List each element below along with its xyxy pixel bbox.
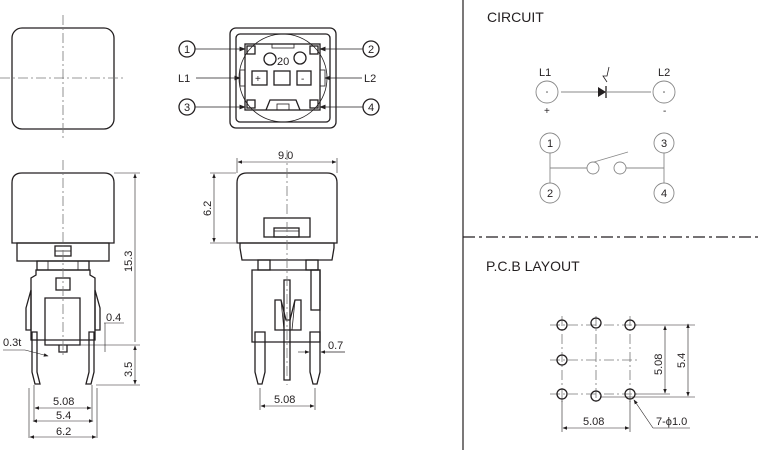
cap-top-view: [0, 15, 125, 140]
circuit-plus: +: [544, 106, 550, 117]
switch-pin-3: 3: [661, 138, 667, 150]
dim-leg-span: 5.4: [56, 410, 71, 422]
dim-side-pitch: 5.08: [274, 394, 295, 406]
side-view-dimensions: 9.0 6.2 0.7 5.08: [202, 150, 345, 410]
plus-sign: +: [255, 74, 261, 85]
dim-leg-length: 3.5: [123, 362, 135, 377]
pcb-hole: [590, 317, 602, 329]
minus-sign: -: [301, 74, 304, 85]
front-view: [11, 160, 115, 385]
dim-leg-offset: 0.4: [106, 312, 121, 324]
pcb-dimensions: 5.08 5.4 5.08 7-ϕ1.0: [561, 323, 695, 432]
pcb-hole-spec: 7-ϕ1.0: [656, 416, 687, 428]
pin-3-label: 3: [184, 102, 190, 114]
dim-pcb-span-y: 5.4: [676, 353, 688, 368]
side-view: [236, 150, 338, 385]
dim-pitch: 5.08: [53, 396, 74, 408]
pin-2-label: 2: [368, 44, 374, 56]
pin-bottom-view: 20 + -: [229, 27, 337, 129]
pin-1-label: 1: [184, 44, 190, 56]
pin-4-label: 4: [368, 102, 374, 114]
dim-width: 6.2: [56, 426, 71, 438]
circuit-l1-label: L1: [539, 67, 551, 79]
led-diode-icon: [598, 87, 606, 97]
part-code: 20: [277, 56, 289, 68]
l1-label: L1: [178, 73, 190, 85]
pcb-hole: [556, 354, 568, 366]
pcb-hole: [590, 390, 602, 402]
circuit-minus: -: [663, 106, 666, 117]
pcb-hole: [556, 319, 568, 331]
dim-pcb-pitch-x: 5.08: [583, 416, 604, 428]
light-emission-icon: [602, 66, 610, 83]
circuit-title: CIRCUIT: [487, 9, 544, 25]
switch-pin-1: 1: [547, 138, 553, 150]
dim-side-width: 9.0: [278, 150, 293, 162]
switch-pin-2: 2: [547, 188, 553, 200]
switch-circuit: 1 2 3 4: [539, 132, 675, 204]
dim-height: 15.3: [123, 251, 135, 272]
pin-callouts: 1 2 L1 L2 3 4: [178, 40, 380, 116]
l2-label: L2: [364, 73, 376, 85]
pcb-layout: [550, 316, 640, 402]
dim-pcb-pitch-y: 5.08: [653, 354, 665, 375]
switch-pin-4: 4: [661, 188, 667, 200]
led-circuit: L1 + L2 -: [535, 66, 676, 117]
dim-pin-width: 0.7: [328, 340, 343, 352]
pcb-title: P.C.B LAYOUT: [486, 258, 580, 274]
front-view-dimensions: 15.3 0.4 3.5 0.3t 5.08 5.4 6.2: [3, 172, 140, 439]
dim-cap-height: 6.2: [202, 201, 214, 216]
dim-thickness: 0.3t: [3, 337, 21, 349]
circuit-l2-label: L2: [658, 67, 670, 79]
